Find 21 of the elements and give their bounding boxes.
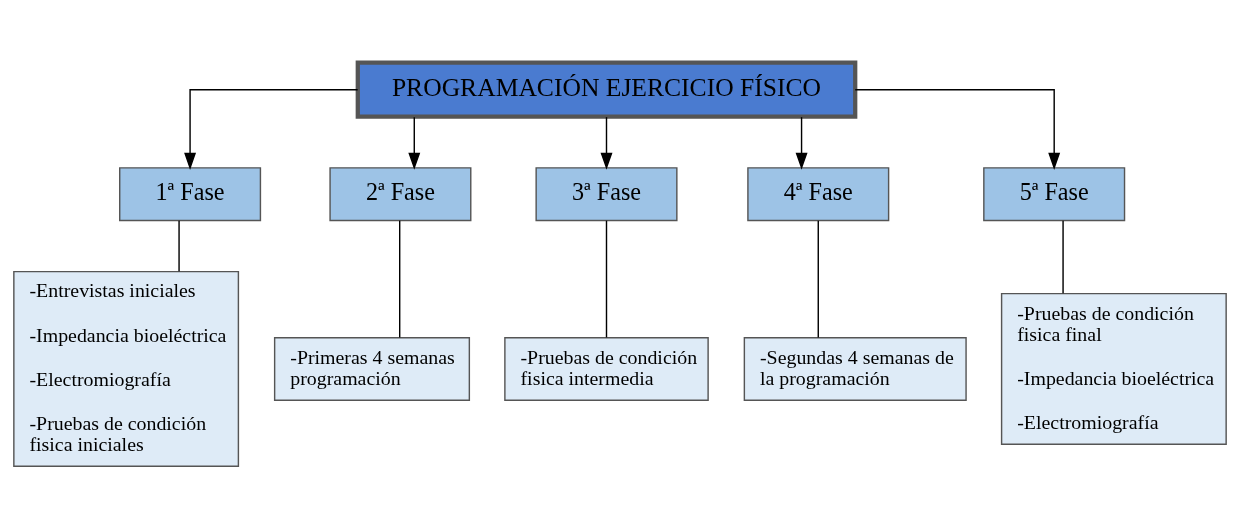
arrow — [408, 115, 421, 170]
node-box: -Entrevistas iniciales -Impedancia bioeléctrica -Electromiografía -Pruebas de condición fisica iniciales — [13, 270, 240, 467]
arrow — [795, 115, 808, 170]
node-box: 3ª Fase — [535, 166, 678, 221]
node-box: 2ª Fase — [329, 166, 472, 221]
connector — [1062, 219, 1064, 294]
arrow — [854, 88, 1061, 170]
connector — [817, 219, 819, 338]
connector — [399, 219, 401, 338]
node-box: 4ª Fase — [747, 166, 890, 221]
connector — [605, 219, 608, 338]
node-box: -Primeras 4 semanas programación — [273, 336, 471, 401]
arrow — [184, 88, 359, 170]
node-box: PROGRAMACIÓN EJERCICIO FÍSICO — [355, 60, 858, 119]
connector — [178, 219, 180, 272]
node-box: 5ª Fase — [983, 166, 1126, 221]
arrow — [600, 115, 613, 170]
node-box: 1ª Fase — [119, 166, 262, 221]
node-box: -Pruebas de condición fisica intermedia — [504, 336, 709, 401]
node-box: -Segundas 4 semanas de la programación — [743, 336, 967, 401]
node-box: -Pruebas de condición fisica final -Impedancia bioeléctrica -Electromiografía — [1000, 292, 1227, 445]
